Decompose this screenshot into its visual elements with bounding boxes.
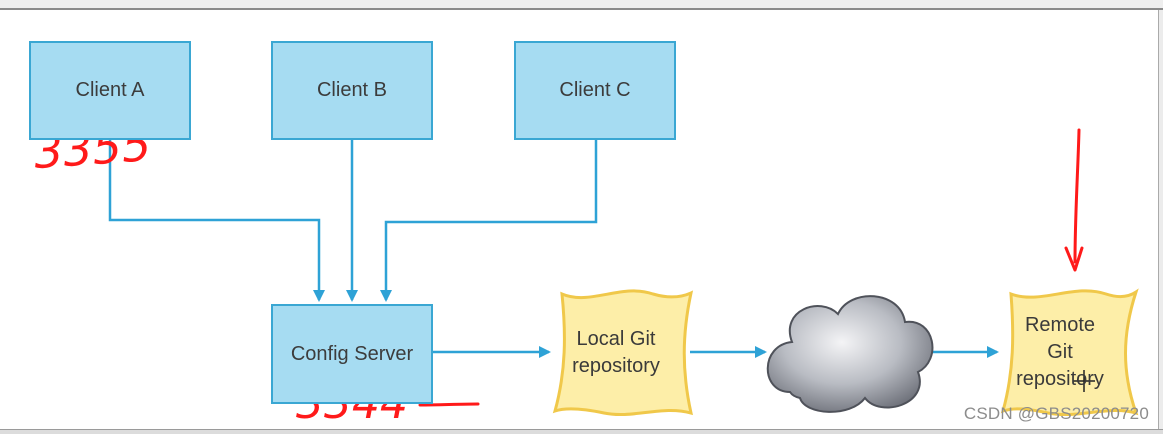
config-server-box: Config Server <box>271 304 433 404</box>
watermark: CSDN @GBS20200720 <box>963 404 1149 423</box>
remote-git-label-line2: Git <box>1047 341 1073 363</box>
client-c-label: Client C <box>559 79 631 101</box>
client-a-box: Client A <box>29 41 191 140</box>
remote-git-label-line3: repository <box>1016 368 1104 390</box>
client-c-box: Client C <box>514 41 676 140</box>
client-a-label: Client A <box>75 79 145 101</box>
local-git-label-line1: Local Git <box>576 328 656 350</box>
local-git-repository-shape <box>552 289 694 417</box>
cloud-icon <box>766 295 934 413</box>
local-git-label-line2: repository <box>572 355 660 377</box>
local-git-repository-label: Local Git repository <box>556 326 676 380</box>
client-b-box: Client B <box>271 41 433 140</box>
connector-client-a <box>108 140 325 302</box>
handwritten-red-arrow <box>1064 128 1084 272</box>
window-right-frame <box>1158 10 1163 429</box>
remote-git-repository-label: Remote Git repository <box>1004 312 1116 393</box>
remote-git-repository-shape <box>1000 288 1139 417</box>
handwritten-stroke-3344 <box>418 402 480 407</box>
cursor-icon <box>1073 370 1095 392</box>
remote-git-label-line1: Remote <box>1024 314 1096 336</box>
window-bottom-frame <box>0 429 1163 434</box>
config-server-label: Config Server <box>290 342 414 365</box>
window-top-frame <box>0 0 1163 10</box>
client-b-label: Client B <box>316 79 388 101</box>
connector-client-c <box>380 140 598 302</box>
